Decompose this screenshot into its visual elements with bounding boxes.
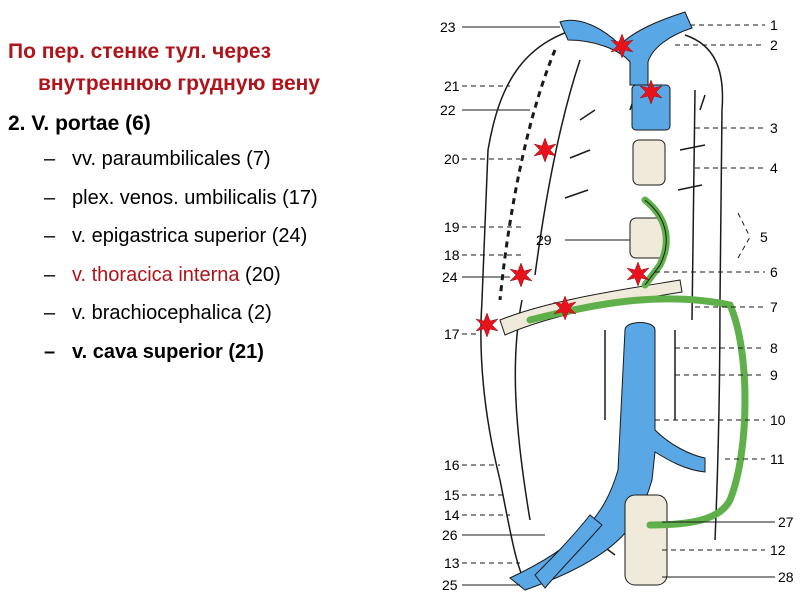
label-3: 3: [770, 120, 778, 136]
list-num: (24): [266, 225, 308, 247]
label-28: 28: [778, 569, 794, 585]
label-24: 24: [442, 269, 458, 285]
list-num: (17): [276, 186, 318, 209]
label-9: 9: [770, 367, 778, 383]
label-14: 14: [444, 507, 460, 523]
label-17: 17: [444, 326, 460, 342]
anastomosis-outline: [644, 199, 667, 286]
label-16: 16: [444, 457, 460, 473]
list-dash: –: [44, 340, 56, 363]
label-6: 6: [770, 264, 778, 280]
label-27: 27: [778, 514, 794, 530]
label-18: 18: [444, 247, 460, 263]
inner-labels: 29: [536, 232, 552, 248]
list-item: –v. brachiocephalica (2): [8, 294, 418, 333]
list-item-highlighted: –v. thoracica interna (20): [8, 256, 418, 295]
list-num: (20): [239, 263, 281, 286]
marker-star: [610, 33, 634, 59]
label-22: 22: [440, 102, 456, 118]
label-26: 26: [442, 527, 458, 543]
label-20: 20: [444, 151, 460, 167]
heading-line-2: внутреннюю грудную вену: [38, 72, 320, 95]
text-panel: По пер. стенке тул. через внутреннюю гру…: [8, 36, 418, 371]
heading: По пер. стенке тул. через внутреннюю гру…: [8, 36, 418, 100]
venous-anastomosis-diagram: 23 21 22 20 19 18 24 17 16 15 14 26 13 2…: [440, 11, 794, 593]
marker-star: [553, 295, 577, 321]
label-8: 8: [770, 340, 778, 356]
left-labels: 23 21 22 20 19 18 24 17 16 15 14 26 13 2…: [440, 19, 460, 593]
list-latin: plex. venos. umbilicalis: [72, 186, 277, 209]
label-13: 13: [444, 555, 460, 571]
marker-star: [509, 262, 533, 288]
label-7: 7: [770, 299, 778, 315]
label-4: 4: [770, 160, 778, 176]
list-latin: vv. paraumbilicales: [72, 148, 241, 170]
marker-stars: [475, 33, 663, 338]
marker-star: [533, 137, 557, 163]
list-item: –vv. paraumbilicales (7): [8, 140, 418, 179]
label-2: 2: [770, 37, 778, 53]
label-15: 15: [444, 487, 460, 503]
marker-star: [475, 312, 499, 338]
list-num: (21): [222, 340, 264, 363]
label-19: 19: [444, 219, 460, 235]
right-labels: 1 2 3 4 5 6 7 8 9 10 11 27 12 28: [760, 17, 794, 585]
left-leader-lines: [462, 26, 560, 586]
label-1: 1: [770, 17, 778, 33]
list-item-bold: –v. cava superior (21): [8, 333, 418, 372]
list-latin: v. brachiocephalica: [72, 302, 242, 324]
list-latin: v. epigastrica superior: [72, 225, 267, 247]
list-dash: –: [44, 302, 56, 324]
vein-list: –vv. paraumbilicales (7) –plex. venos. u…: [8, 140, 418, 371]
list-item: –plex. venos. umbilicalis (17): [8, 179, 418, 218]
heading-line-1: По пер. стенке тул. через: [8, 40, 272, 63]
list-num: (2): [241, 302, 272, 324]
label-29: 29: [536, 232, 552, 248]
label-11: 11: [770, 451, 785, 467]
label-23: 23: [440, 19, 456, 35]
label-5: 5: [760, 229, 768, 245]
label-12: 12: [770, 542, 786, 558]
list-num: (7): [240, 148, 271, 170]
subheading: 2. V. portae (6): [8, 112, 151, 135]
marker-star: [626, 261, 650, 287]
list-dash: –: [44, 263, 56, 286]
label-10: 10: [770, 412, 786, 428]
list-dash: –: [44, 148, 56, 170]
list-dash: –: [44, 225, 56, 247]
list-latin: v. cava superior: [72, 340, 223, 363]
label-21: 21: [444, 78, 460, 94]
label-25: 25: [442, 577, 458, 593]
list-latin: v. thoracica interna: [72, 263, 240, 286]
right-leader-lines: [565, 24, 775, 578]
list-dash: –: [44, 186, 56, 209]
list-item: –v. epigastrica superior (24): [8, 217, 418, 256]
marker-star: [639, 79, 663, 105]
